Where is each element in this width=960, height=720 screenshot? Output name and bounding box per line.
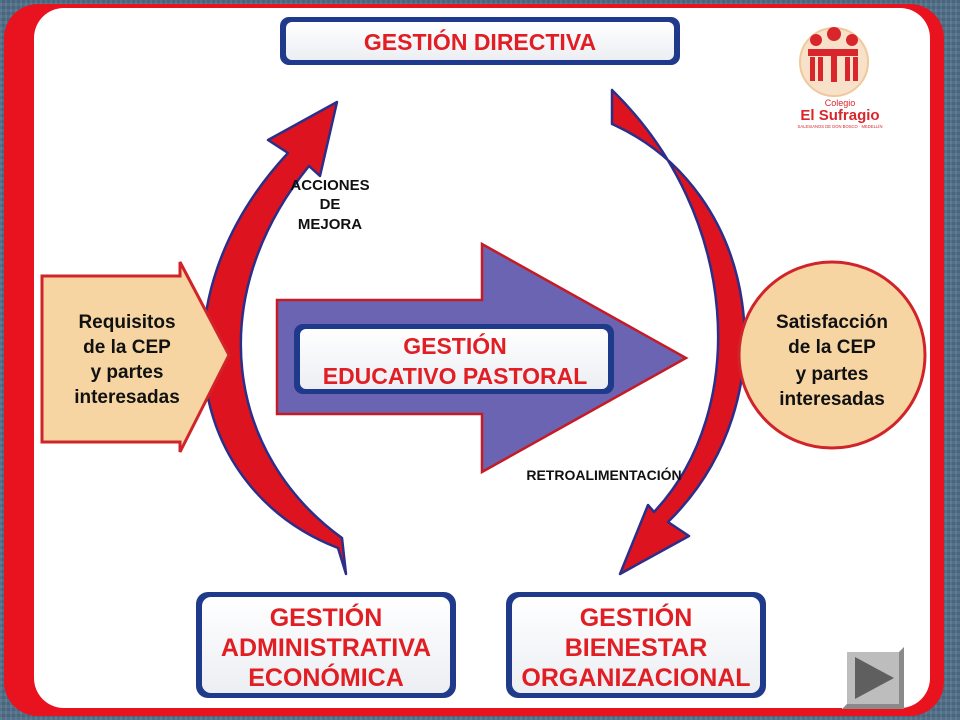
- label-acciones-3: MEJORA: [298, 216, 362, 233]
- center-line-2: EDUCATIVO PASTORAL: [323, 363, 588, 389]
- next-slide-button[interactable]: [842, 647, 904, 709]
- center-line-1: GESTIÓN: [403, 332, 507, 359]
- logo-figures-icon: [808, 27, 858, 82]
- play-next-icon: [855, 657, 894, 699]
- input-line-1: Requisitos: [78, 312, 175, 333]
- center-box-inner: [300, 329, 608, 389]
- bottom-right-line-2: BIENESTAR: [565, 634, 708, 662]
- bottom-left-box-inner: [202, 597, 450, 693]
- bottom-left-line-2: ADMINISTRATIVA: [221, 634, 431, 662]
- bottom-left-line-3: ECONÓMICA: [248, 662, 404, 692]
- output-line-3: y partes: [796, 364, 869, 385]
- label-retroalimentacion: RETROALIMENTACIÓN: [526, 466, 681, 483]
- logo-text-top: Colegio: [825, 98, 856, 108]
- input-line-4: interesadas: [74, 387, 180, 408]
- cycle-arrow-left: [201, 100, 348, 576]
- school-logo: Colegio El Sufragio SALESIANOS DE DON BO…: [798, 27, 883, 129]
- output-line-4: interesadas: [779, 389, 885, 410]
- bottom-right-line-3: ORGANIZACIONAL: [521, 664, 750, 692]
- input-shape: [40, 261, 231, 453]
- input-line-3: y partes: [91, 362, 164, 383]
- bottom-right-box-inner: [512, 597, 760, 693]
- logo-text-tagline: SALESIANOS DE DON BOSCO · MEDELLÍN: [798, 124, 883, 129]
- label-acciones-2: DE: [320, 196, 341, 213]
- bottom-left-line-1: GESTIÓN: [270, 602, 383, 632]
- bottom-right-line-1: GESTIÓN: [580, 602, 693, 632]
- logo-text-name: El Sufragio: [800, 107, 879, 124]
- title-box-inner: [286, 22, 674, 60]
- input-line-2: de la CEP: [83, 337, 171, 358]
- output-circle: [737, 260, 927, 450]
- title-text: GESTIÓN DIRECTIVA: [364, 28, 596, 55]
- cycle-arrow-right: [610, 88, 746, 576]
- output-line-1: Satisfacción: [776, 312, 888, 333]
- label-acciones-1: ACCIONES: [290, 177, 369, 194]
- output-line-2: de la CEP: [788, 337, 876, 358]
